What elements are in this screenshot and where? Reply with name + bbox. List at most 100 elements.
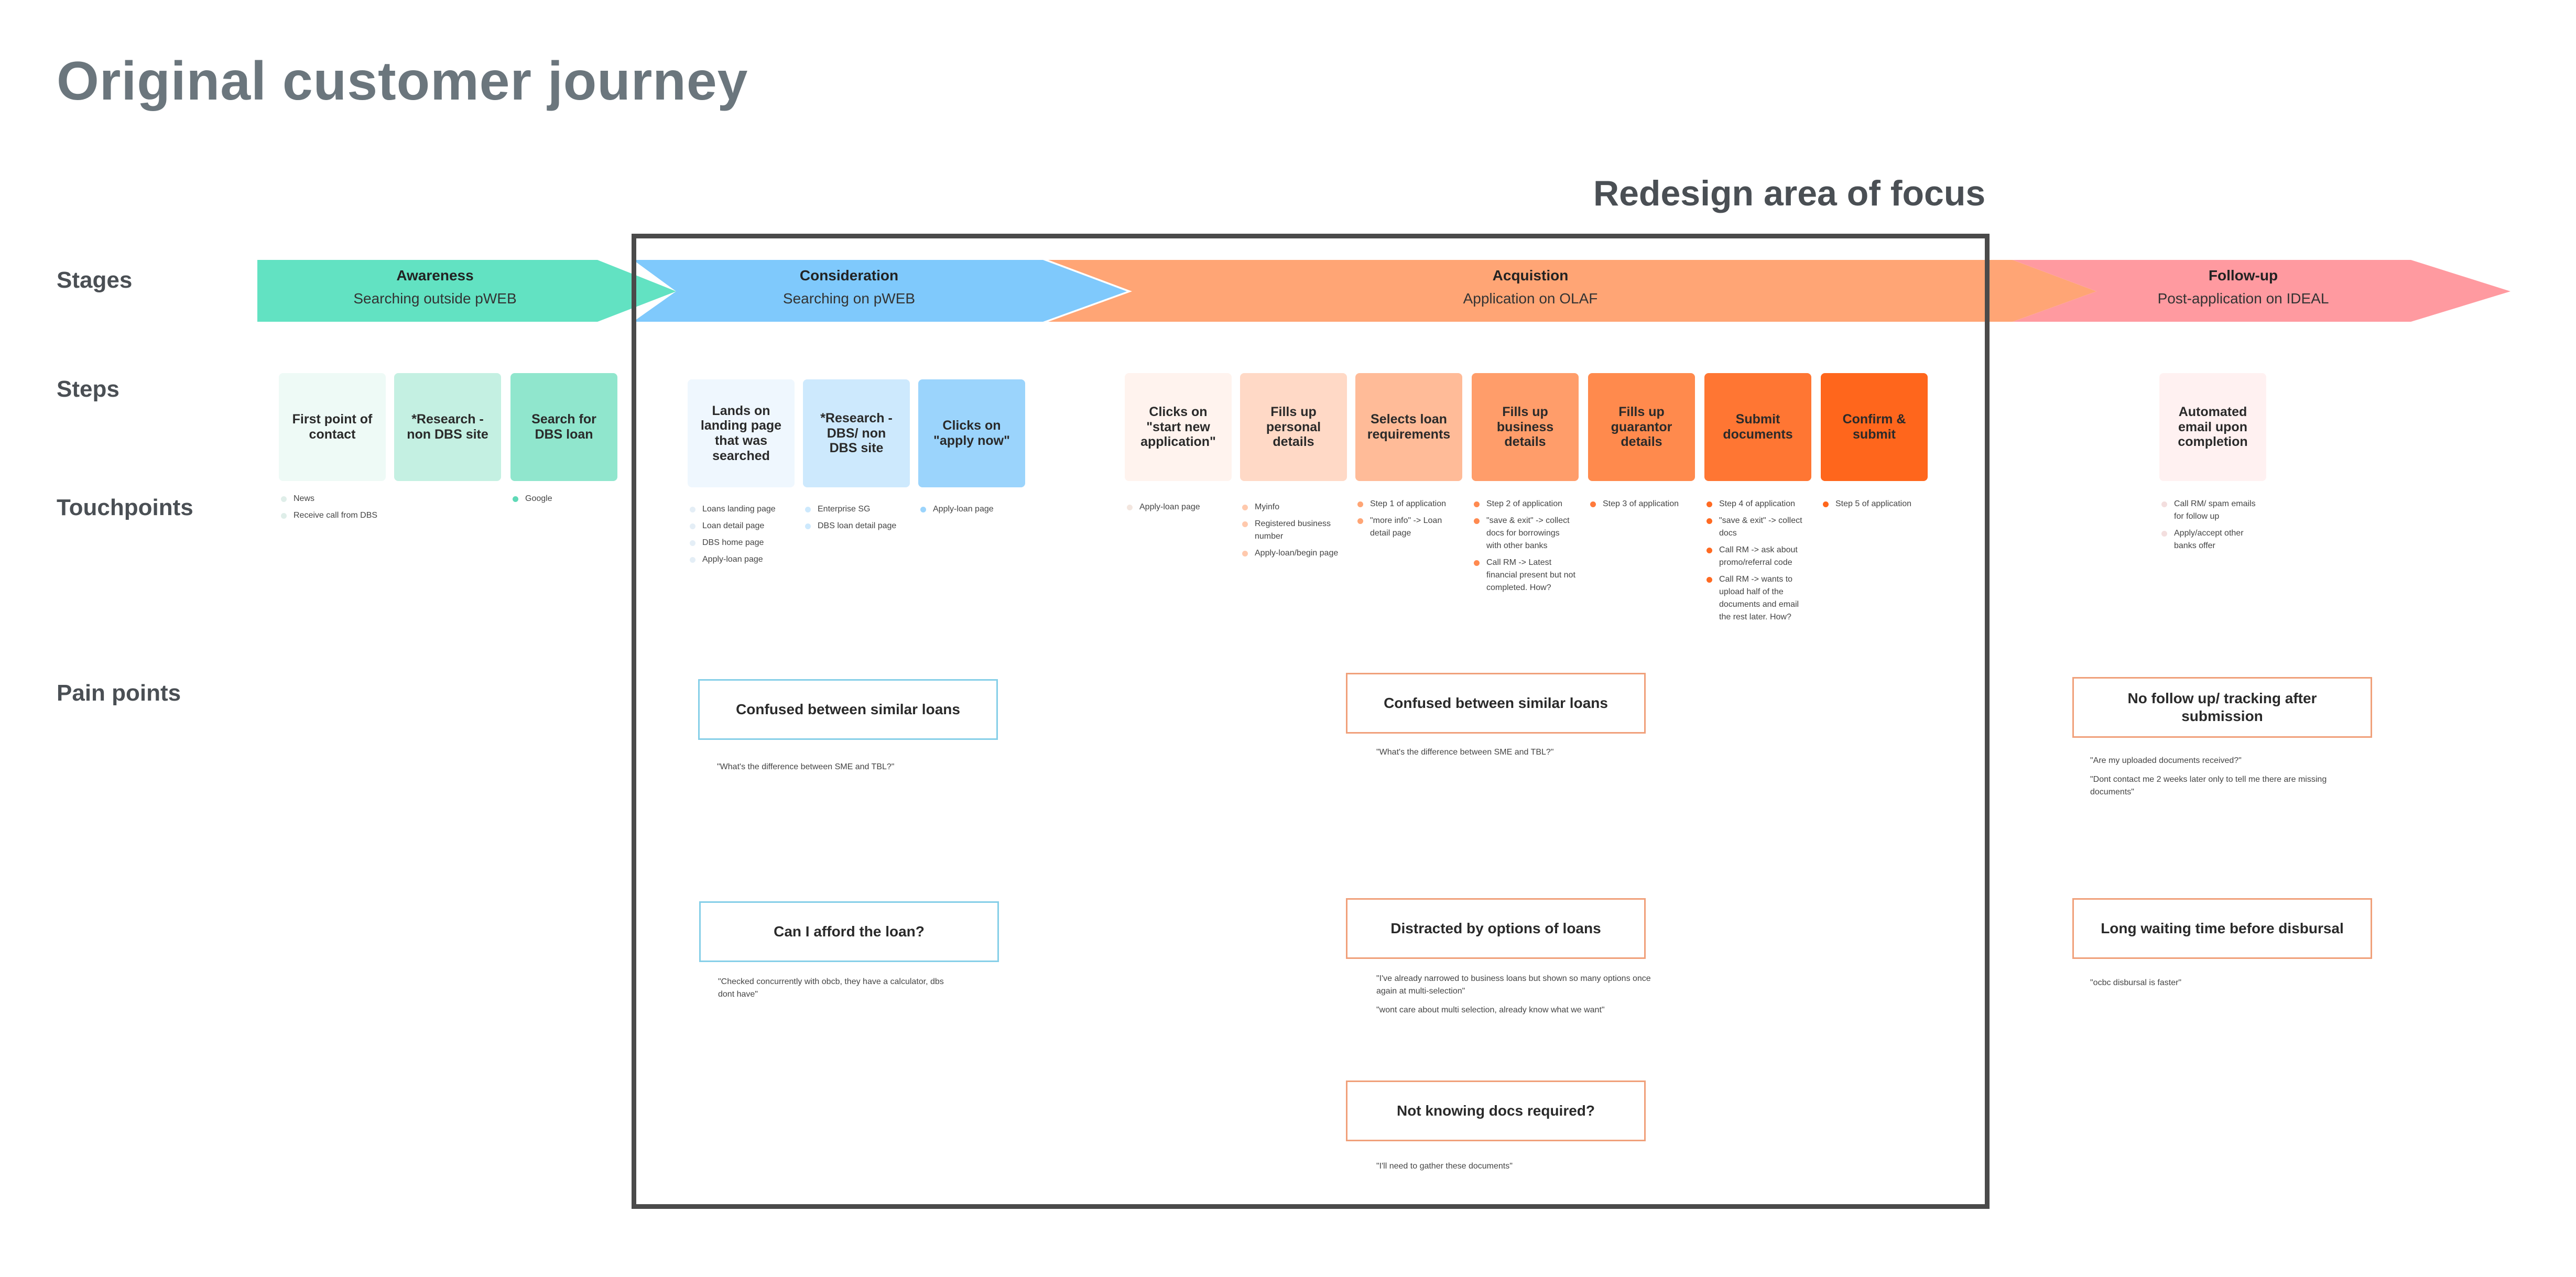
touchpoint-item: Step 5 of application [1821,498,1926,510]
touchpoint-text: Step 2 of application [1486,499,1562,508]
stage-subtitle: Application on OLAF [1463,290,1598,307]
touchpoint-text: Call RM -> ask about promo/referral code [1719,545,1798,567]
step-card-personal-details: Fills up personal details [1240,373,1347,481]
touchpoint-text: DBS home page [702,538,764,547]
bullet-dot-icon [513,496,518,502]
bullet-dot-icon [1707,501,1712,507]
step-card-submit-documents: Submit documents [1704,373,1811,481]
step-card-automated-email: Automated email upon completion [2159,373,2266,481]
stage-acquisition-chevron [1048,260,2096,322]
touchpoint-text: Apply/accept other banks offer [2174,529,2244,550]
stage-acquisition: Acquistion Application on OLAF [1394,267,1667,307]
pain-point-quote: "I'll need to gather these documents" [1376,1162,1513,1171]
bullet-dot-icon [1242,551,1248,556]
pain-point-quote: "What's the difference between SME and T… [1376,748,1554,757]
touchpoints-list: Step 1 of application"more info" -> Loan… [1355,498,1460,544]
touchpoint-item: "save & exit" -> collect docs for borrow… [1472,515,1577,552]
touchpoint-text: "save & exit" -> collect docs for borrow… [1486,516,1570,550]
touchpoint-item: Step 3 of application [1588,498,1693,510]
step-label: First point of contact [292,412,373,442]
pain-point-quote: "ocbc disbursal is faster" [2090,978,2182,987]
bullet-dot-icon [1707,518,1712,524]
step-label: *Research - non DBS site [407,412,488,442]
touchpoint-item: Registered business number [1240,518,1345,543]
touchpoint-item: DBS loan detail page [803,520,908,532]
touchpoint-text: Google [525,494,552,503]
touchpoint-text: Step 3 of application [1603,499,1679,508]
bullet-dot-icon [805,507,811,512]
step-label: Submit documents [1723,412,1793,442]
touchpoint-item: "save & exit" -> collect docs [1704,515,1809,540]
stage-name: Follow-up [2208,267,2278,283]
bullet-dot-icon [1242,505,1248,510]
pain-point-card: Not knowing docs required? [1346,1080,1646,1141]
step-label: Automated email upon completion [2178,404,2248,450]
bullet-dot-icon [690,507,695,512]
touchpoints-list: Step 3 of application [1588,498,1693,515]
bullet-dot-icon [1474,501,1480,507]
bullet-dot-icon [1242,521,1248,527]
stage-subtitle: Searching on pWEB [782,290,916,307]
stage-subtitle: Searching outside pWEB [353,290,517,307]
touchpoint-item: Myinfo [1240,501,1345,514]
stage-subtitle: Post-application on IDEAL [2157,290,2329,307]
bullet-dot-icon [1474,518,1480,524]
bullet-dot-icon [2161,501,2167,507]
row-label-steps: Steps [57,376,119,402]
step-label: Selects loan requirements [1367,412,1451,442]
stage-name: Consideration [799,267,899,283]
stage-name: Awareness [396,267,474,283]
step-label: Fills up personal details [1266,404,1321,450]
touchpoint-item: Apply/accept other banks offer [2159,527,2264,552]
pain-point-title: No follow up/ tracking after submission [2127,690,2317,724]
bullet-dot-icon [1707,577,1712,583]
pain-point-title: Confused between similar loans [1384,695,1608,712]
touchpoint-text: Apply-loan page [702,555,763,564]
pain-point-quote: "Are my uploaded documents received?" [2090,756,2242,765]
step-card-business-details: Fills up business details [1472,373,1579,481]
pain-point-quotes: "ocbc disbursal is faster" [2090,977,2384,996]
touchpoint-text: Call RM -> wants to upload half of the d… [1719,575,1799,621]
touchpoint-text: Registered business number [1255,519,1331,541]
touchpoint-item: Call RM/ spam emails for follow up [2159,498,2264,523]
bullet-dot-icon [1823,501,1829,507]
touchpoint-text: Receive call from DBS [294,511,378,520]
touchpoint-item: Step 2 of application [1472,498,1577,510]
touchpoint-text: Myinfo [1255,503,1280,511]
pain-point-title: Long waiting time before disbursal [2101,920,2344,937]
touchpoint-item: Google [510,493,615,505]
step-label: *Research - DBS/ non DBS site [820,410,893,456]
row-label-pain-points: Pain points [57,680,181,706]
step-card-first-point-of-contact: First point of contact [279,373,386,481]
stage-awareness: Awareness Searching outside pWEB [304,267,566,307]
stage-consideration-chevron [633,260,1127,322]
step-card-clicks-apply-now: Clicks on "apply now" [918,379,1025,487]
touchpoint-item: Apply-loan page [1125,501,1230,514]
pain-point-title: Distracted by options of loans [1390,920,1601,937]
pain-point-title: Not knowing docs required? [1396,1103,1595,1119]
touchpoints-list: Google [510,493,615,509]
bullet-dot-icon [1707,548,1712,553]
step-card-start-new-application: Clicks on "start new application" [1125,373,1232,481]
step-label: Fills up business details [1496,404,1554,450]
touchpoint-text: Step 5 of application [1835,499,1911,508]
pain-point-quotes: "What's the difference between SME and T… [1376,746,1670,765]
pain-point-quote: "wont care about multi selection, alread… [1376,1006,1605,1014]
touchpoints-list: Call RM/ spam emails for follow up Apply/… [2159,498,2264,556]
touchpoint-item: Call RM -> ask about promo/referral code [1704,544,1809,569]
touchpoint-item: News [279,493,384,505]
touchpoint-item: Call RM -> wants to upload half of the d… [1704,573,1809,624]
pain-point-quotes: "What's the difference between SME and T… [717,761,1010,780]
touchpoint-text: "more info" -> Loan detail page [1370,516,1442,538]
pain-point-quotes: "Are my uploaded documents received?""Do… [2090,755,2352,805]
step-card-research-dbs: *Research - DBS/ non DBS site [803,379,910,487]
bullet-dot-icon [1474,560,1480,566]
pain-point-card: Can I afford the loan? [699,901,999,962]
touchpoints-list: Apply-loan page [918,503,1023,520]
bullet-dot-icon [281,496,287,502]
step-label: Clicks on "apply now" [933,418,1010,448]
